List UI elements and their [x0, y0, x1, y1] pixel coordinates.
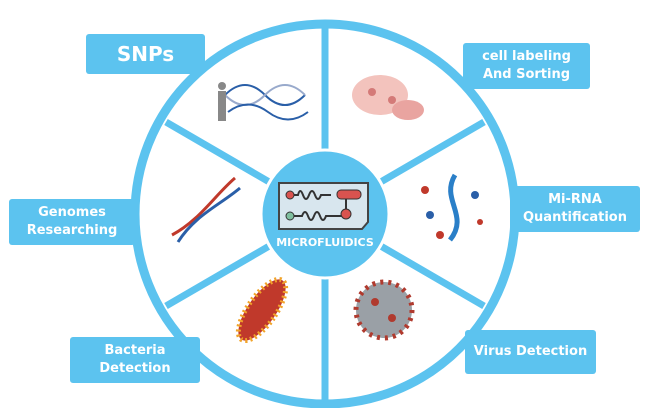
genomes-line2: Researching — [26, 223, 118, 238]
bacteria-line1: Bacteria — [104, 343, 166, 358]
microfluidic-chip-icon — [278, 182, 369, 230]
label-cell-labeling: cell labeling And Sorting — [463, 43, 590, 89]
bacteria-icon — [235, 276, 289, 344]
genomes-line1: Genomes — [38, 205, 106, 220]
center-title: MICROFLUIDICS — [276, 236, 374, 249]
cell-labeling-line1: cell labeling — [482, 49, 571, 64]
segment-dividers — [164, 28, 486, 400]
label-bacteria: Bacteria Detection — [70, 337, 200, 383]
label-snps: SNPs — [86, 34, 205, 74]
virus-icon — [353, 279, 415, 341]
mirna-icon — [421, 173, 483, 242]
label-mirna: Mi-RNA Quantification — [510, 186, 640, 232]
label-genomes: Genomes Researching — [9, 199, 135, 245]
mirna-line2: Quantification — [523, 210, 627, 225]
bacteria-line2: Detection — [99, 361, 171, 376]
dna-human-icon — [218, 82, 309, 121]
label-virus-detection: Virus Detection — [465, 330, 596, 374]
dna-helix-icon — [171, 176, 241, 243]
skin-cells-icon — [352, 75, 424, 120]
mirna-line1: Mi-RNA — [548, 192, 602, 207]
cell-labeling-line2: And Sorting — [482, 67, 571, 82]
snps-text: SNPs — [116, 42, 175, 66]
virus-text: Virus Detection — [473, 344, 588, 359]
